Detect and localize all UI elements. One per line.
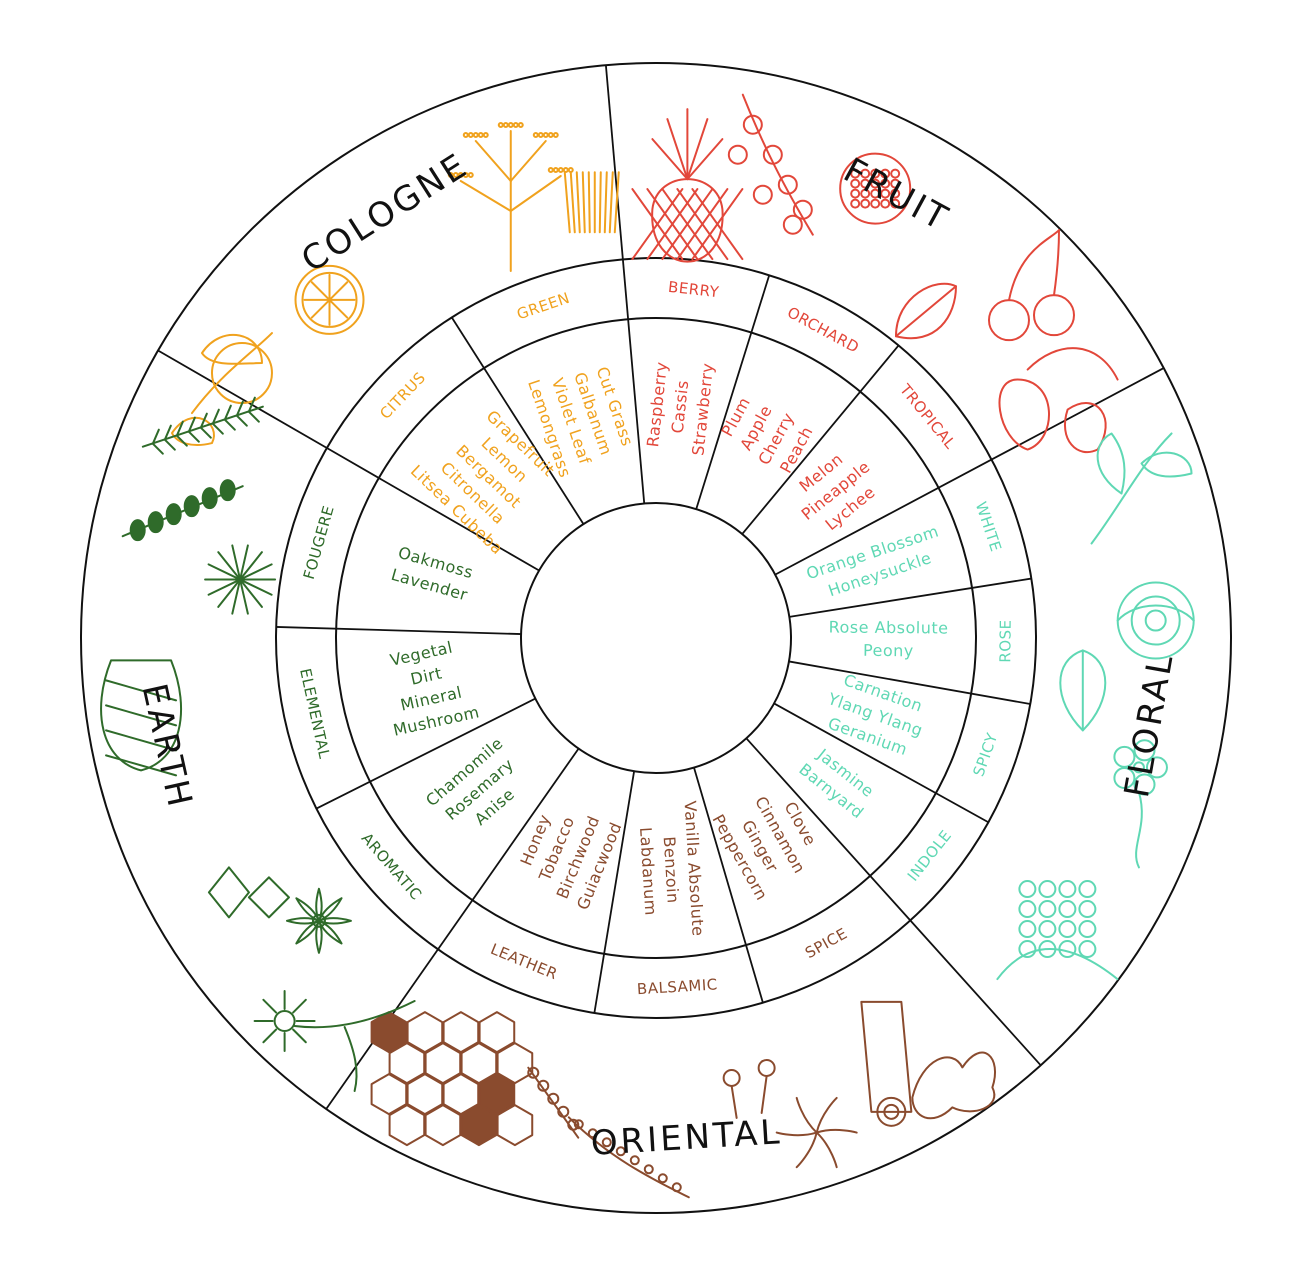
clove-icon	[722, 1058, 776, 1119]
ginger-icon	[911, 1051, 997, 1120]
subfamily-divider-2-0	[774, 458, 992, 576]
note-benzoin: Benzoin	[660, 836, 683, 904]
honeycomb-icon	[370, 1011, 534, 1147]
jasmine-icon	[1113, 739, 1168, 869]
note-cassis: Cassis	[668, 379, 693, 434]
subfamily-divider-1-2	[741, 344, 900, 535]
raspberry-icon	[839, 152, 912, 225]
anise-sprig-icon	[527, 1066, 580, 1139]
family-illustrations	[100, 93, 1195, 1199]
star-anise-icon	[285, 887, 352, 954]
subfamily-divider-4-2	[276, 626, 522, 635]
thyme-icon	[121, 479, 244, 542]
cherry-icon	[987, 229, 1075, 342]
family-divider-2	[991, 367, 1165, 461]
subfamily-label-aromatic: AROMATIC	[358, 829, 426, 903]
currant-branch-icon	[727, 93, 814, 236]
wheel-labels: COLOGNECITRUSGrapefruitLemonBergamotCitr…	[134, 145, 1182, 1164]
subfamily-label-green: GREEN	[515, 289, 573, 324]
pinecone-icon	[100, 659, 183, 777]
center-circle	[520, 502, 792, 774]
subfamily-label-elemental: ELEMENTAL	[296, 667, 334, 761]
family-divider-3	[909, 919, 1042, 1066]
fennel-flower-icon	[447, 122, 574, 273]
subfamily-label-rose: ROSE	[996, 619, 1014, 662]
leaf-cluster-icon	[894, 282, 957, 340]
lily-icon	[1090, 432, 1193, 545]
subfamily-label-berry: BERRY	[667, 278, 720, 301]
rosemary-icon	[141, 396, 264, 455]
lemon-branch-icon	[170, 332, 273, 446]
family-divider-0	[157, 349, 328, 449]
vanilla-icon	[775, 1096, 858, 1169]
grass-icon	[563, 171, 620, 234]
note-labdanum: Labdanum	[636, 827, 660, 917]
subfamily-divider-4-1	[316, 697, 536, 810]
subfamily-ring-inner-edge	[335, 317, 977, 959]
note-dirt: Dirt	[409, 663, 444, 688]
subfamily-divider-4-0	[437, 748, 580, 950]
moss-icon	[204, 544, 277, 615]
wheel-spokes	[157, 65, 1165, 1110]
wheel-rings	[80, 62, 1232, 1214]
lemon-slice-icon	[294, 264, 365, 335]
subfamily-divider-1-1	[695, 274, 771, 510]
family-label-cologne: COLOGNE	[295, 145, 476, 280]
note-strawberry: Strawberry	[688, 362, 717, 457]
ivy-leaf-icon	[1059, 649, 1107, 732]
note-raspberry: Raspberry	[643, 361, 671, 448]
subfamily-label-spicy: SPICY	[969, 730, 1001, 779]
subfamily-divider-2-1	[789, 577, 1032, 618]
note-rose-absolute: Rose Absolute	[829, 618, 949, 638]
note-vanilla-absolute: Vanilla Absolute	[681, 800, 708, 937]
rose-icon	[1116, 581, 1195, 660]
subfamily-label-leather: LEATHER	[488, 940, 560, 983]
hydrangea-icon	[996, 880, 1119, 981]
subfamily-divider-1-0	[621, 259, 646, 504]
outer-ring	[80, 62, 1232, 1214]
family-label-fruit: FRUIT	[837, 150, 956, 239]
lavender-sprig-icon	[567, 1116, 690, 1199]
subfamily-divider-0-0	[326, 447, 540, 572]
cinnamon-icon	[860, 1000, 913, 1127]
subfamily-divider-0-1	[451, 317, 585, 525]
chamomile-icon	[253, 990, 416, 1093]
family-label-earth: EARTH	[134, 680, 201, 813]
family-label-oriental: ORIENTAL	[590, 1112, 784, 1164]
subfamily-label-fougere: FOUGERE	[300, 503, 338, 581]
subfamily-divider-2-3	[773, 702, 989, 824]
note-peony: Peony	[863, 641, 914, 660]
pineapple-icon	[631, 108, 744, 263]
subfamily-label-balsamic: BALSAMIC	[636, 975, 718, 998]
family-divider-1	[604, 65, 624, 260]
note-vegetal: Vegetal	[388, 638, 454, 670]
subfamily-divider-3-1	[693, 767, 764, 1003]
subfamily-divider-3-2	[593, 771, 635, 1014]
subfamily-label-white: WHITE	[972, 499, 1005, 554]
subfamily-divider-2-2	[788, 660, 1031, 705]
crystal-icon	[207, 866, 290, 919]
subfamily-divider-3-0	[745, 737, 911, 921]
family-label-floral: FLORAL	[1117, 649, 1182, 800]
subfamily-label-spice: SPICE	[802, 924, 850, 962]
family-ring-inner-edge	[275, 257, 1037, 1019]
subfamily-label-indole: INDOLE	[904, 827, 955, 885]
subfamily-label-citrus: CITRUS	[376, 368, 429, 422]
subfamily-label-tropical: TROPICAL	[896, 380, 960, 453]
strawberry-icon	[998, 347, 1119, 454]
